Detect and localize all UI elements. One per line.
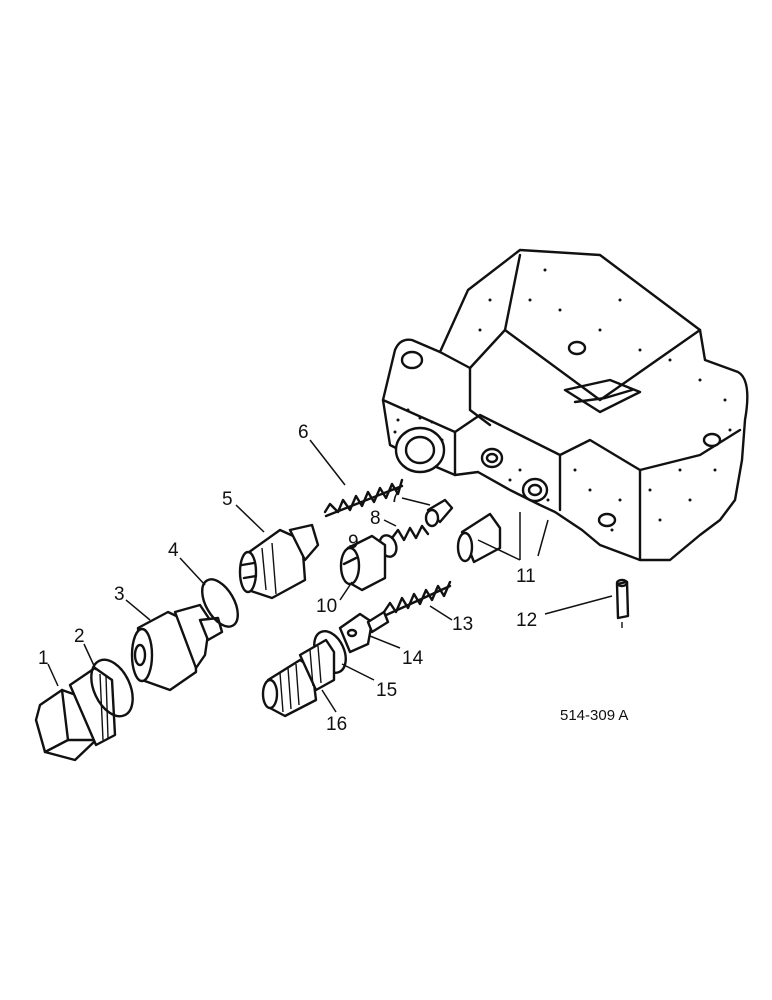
leader-15 (341, 663, 375, 681)
callout-13: 13 (452, 614, 473, 635)
callout-15: 15 (376, 680, 397, 701)
leader-4 (179, 557, 206, 586)
part-16-threaded-fitting (261, 638, 336, 718)
callout-16: 16 (326, 714, 347, 735)
callout-12: 12 (516, 610, 537, 631)
part-2-o-ring (90, 658, 134, 718)
callout-9: 9 (348, 532, 359, 553)
callout-8: 8 (370, 508, 381, 529)
part-12-pin (615, 578, 630, 628)
leader-1 (47, 663, 59, 687)
leader-3 (125, 599, 151, 621)
part-8-small-spring (390, 524, 430, 542)
callout-1: 1 (38, 648, 49, 669)
part-5-valve-seat (238, 523, 320, 600)
part-3-valve-cartridge (130, 603, 224, 692)
leader-7 (401, 497, 431, 506)
part-11-sleeves (456, 512, 502, 564)
leader-8 (383, 519, 397, 527)
leader-14 (369, 635, 401, 649)
part-6-spring (323, 478, 404, 518)
leader-6 (309, 439, 346, 486)
leader-5 (235, 504, 265, 533)
part-4-o-ring (201, 578, 239, 628)
callout-4: 4 (168, 540, 179, 561)
callout-labels: 1 2 3 4 5 6 7 8 9 10 11 12 13 14 15 16 5… (38, 422, 628, 735)
callout-6: 6 (298, 422, 309, 443)
callout-7: 7 (390, 486, 401, 507)
part-13-spring (382, 580, 452, 618)
valve-body-housing (381, 248, 749, 562)
leader-10 (339, 581, 353, 601)
callout-3: 3 (114, 584, 125, 605)
part-1-hex-plug (34, 666, 117, 762)
callout-5: 5 (222, 489, 233, 510)
figure-reference-code: 514-309 A (560, 707, 628, 724)
leader-11 (477, 512, 549, 561)
part-14-connector (338, 610, 390, 654)
leader-16 (321, 689, 337, 713)
leader-13 (429, 605, 453, 621)
callout-11: 11 (516, 566, 536, 587)
callout-14: 14 (402, 648, 424, 669)
callout-10: 10 (316, 596, 337, 617)
callout-2: 2 (74, 626, 85, 647)
leader-lines (47, 439, 613, 713)
leader-12 (544, 595, 613, 615)
leader-2 (83, 643, 97, 671)
part-7-poppet (424, 498, 454, 528)
